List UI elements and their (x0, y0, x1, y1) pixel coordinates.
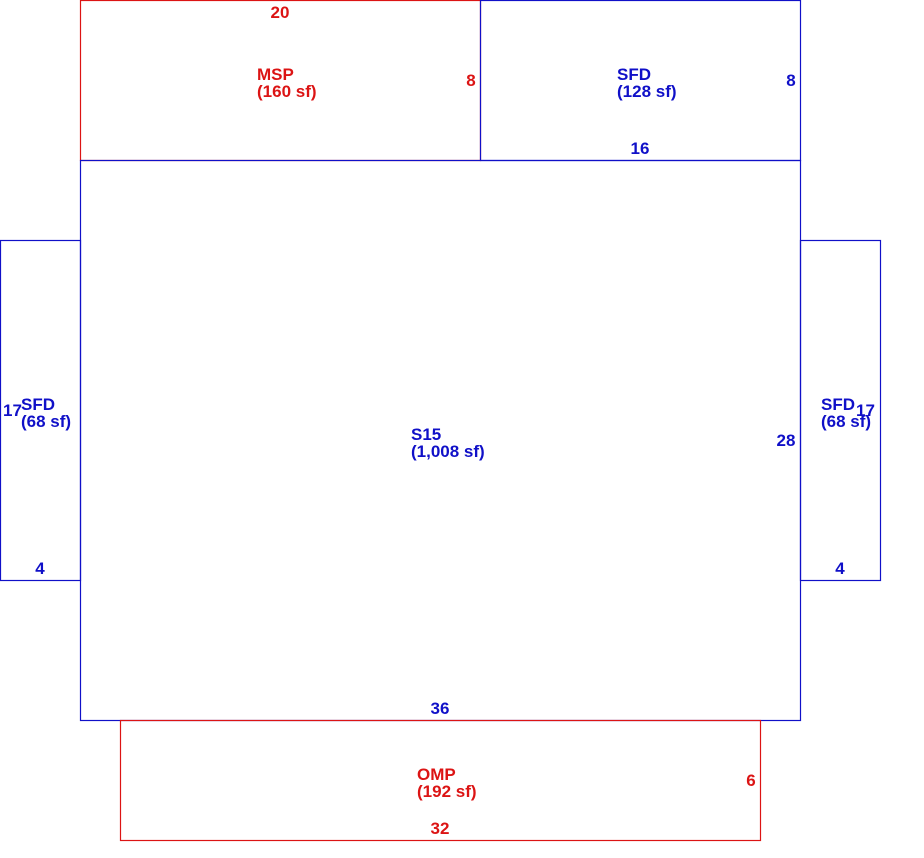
label-sfd-right-area: (68 sf) (821, 412, 871, 431)
area-sfd-left: 17 4 SFD (68 sf) (0, 239, 82, 582)
label-sfd-top-code: SFD (617, 65, 651, 84)
dim-omp-depth: 6 (746, 771, 755, 790)
area-sfd-left-outline (0, 239, 82, 582)
label-sfd-top-area: (128 sf) (617, 82, 677, 101)
area-s15-main: 28 36 S15 (1,008 sf) (79, 159, 802, 722)
dim-sfd-left-width: 4 (35, 559, 45, 578)
dim-s15-width: 36 (431, 699, 450, 718)
label-omp-code: OMP (417, 765, 456, 784)
label-omp-area: (192 sf) (417, 782, 477, 801)
label-sfd-right-code: SFD (821, 395, 855, 414)
label-s15-area: (1,008 sf) (411, 442, 485, 461)
area-sfd-top: 8 16 SFD (128 sf) (479, 0, 802, 162)
label-sfd-left-code: SFD (21, 395, 55, 414)
label-s15-code: S15 (411, 425, 441, 444)
area-sfd-right-outline (799, 239, 882, 582)
dim-msp-depth: 8 (466, 71, 475, 90)
label-msp-area: (160 sf) (257, 82, 317, 101)
dim-msp-width: 20 (271, 3, 290, 22)
dim-omp-width: 32 (431, 819, 450, 838)
dim-sfd-right-width: 4 (835, 559, 845, 578)
area-omp: 6 32 OMP (192 sf) (119, 719, 762, 842)
dim-sfd-left-depth: 17 (3, 401, 22, 420)
area-msp: 20 8 MSP (160 sf) (79, 0, 482, 162)
area-omp-outline (119, 719, 762, 842)
label-sfd-left-area: (68 sf) (21, 412, 71, 431)
dim-sfd-top-width: 16 (631, 139, 650, 158)
area-sfd-right: 17 4 SFD (68 sf) (799, 239, 882, 582)
dim-sfd-right-depth: 17 (856, 401, 875, 420)
dim-sfd-top-depth: 8 (786, 71, 795, 90)
dim-s15-depth: 28 (777, 431, 796, 450)
label-msp-code: MSP (257, 65, 294, 84)
